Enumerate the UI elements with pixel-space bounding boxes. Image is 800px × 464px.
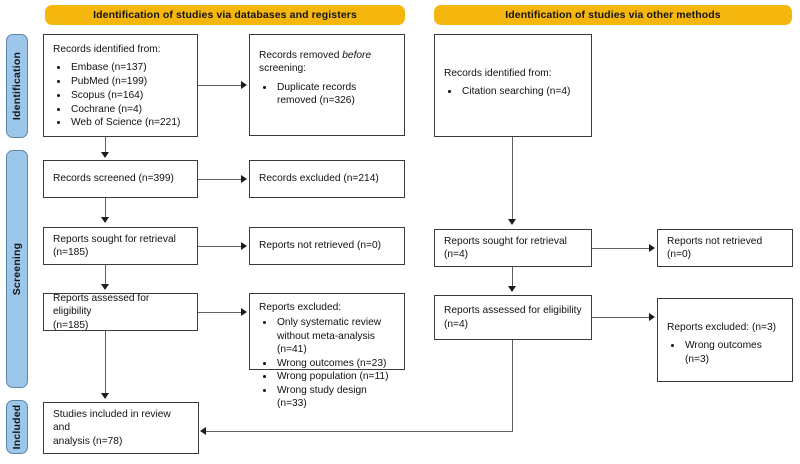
- connector-assessed-right-to-excluded: [592, 317, 650, 319]
- phase-label-included: Included: [11, 404, 23, 450]
- box-records-identified-databases: Records identified from: Embase (n=137) …: [43, 34, 198, 137]
- connector-sought-to-assessed: [105, 265, 107, 286]
- connector-identified-to-removed: [198, 85, 242, 87]
- arrowhead-sought-right-to-not-retrieved: [649, 244, 655, 252]
- box-reports-excluded-left: Reports excluded: Only systematic review…: [249, 293, 405, 409]
- box-reports-not-retrieved-right: Reports not retrieved (n=0): [657, 229, 793, 267]
- reports-excluded-heading: Reports excluded:: [259, 302, 342, 313]
- reports-sought-line1: Reports sought for retrieval: [53, 233, 176, 245]
- arrowhead-assessed-right-to-excluded: [649, 313, 655, 321]
- list-item: Wrong outcomes (n=3): [683, 339, 783, 366]
- list-item: PubMed (n=199): [69, 75, 188, 88]
- phase-pill-screening: Screening: [6, 150, 28, 388]
- records-removed-list: Duplicate records removed (n=326): [259, 81, 395, 108]
- connector-right-to-included: [206, 431, 513, 433]
- connector-identified-to-screened: [105, 137, 107, 154]
- reports-excluded-right-heading: Reports excluded: (n=3): [667, 322, 777, 333]
- box-records-removed-before-screening: Records removed before screening: Duplic…: [249, 34, 405, 136]
- list-item: Cochrane (n=4): [69, 103, 188, 116]
- reports-assessed-right-line1: Reports assessed for eligibility: [444, 305, 582, 317]
- box-reports-assessed-left: Reports assessed for eligibility (n=185): [43, 293, 198, 331]
- phase-label-screening: Screening: [11, 242, 23, 296]
- list-item: Scopus (n=164): [69, 89, 188, 102]
- connector-other-identified-to-sought: [512, 137, 514, 221]
- connector-assessed-to-excluded-left: [198, 312, 242, 314]
- connector-screened-to-sought: [105, 198, 107, 219]
- box-records-identified-other: Records identified from: Citation search…: [434, 34, 592, 137]
- reports-sought-right-line1: Reports sought for retrieval: [444, 235, 567, 247]
- records-removed-heading: Records removed before screening:: [259, 50, 372, 75]
- records-excluded-label: Records excluded (n=214): [259, 173, 379, 185]
- phase-pill-identification: Identification: [6, 34, 28, 138]
- arrowhead-screened-to-excluded: [241, 175, 247, 183]
- studies-included-line2: analysis (n=78): [53, 435, 123, 447]
- connector-sought-right-to-assessed: [512, 267, 514, 288]
- reports-sought-line2: (n=185): [53, 247, 89, 258]
- reports-sought-right-line2: (n=4): [444, 249, 469, 260]
- arrowhead-identified-to-screened: [101, 152, 109, 158]
- box-reports-assessed-right: Reports assessed for eligibility (n=4): [434, 295, 592, 340]
- box-records-excluded: Records excluded (n=214): [249, 160, 405, 198]
- connector-assessed-to-included: [105, 331, 107, 395]
- phase-label-identification: Identification: [11, 51, 23, 121]
- arrowhead-other-identified-to-sought: [508, 219, 516, 225]
- records-identified-list: Embase (n=137) PubMed (n=199) Scopus (n=…: [53, 61, 188, 130]
- list-item: Only systematic review without meta-anal…: [275, 316, 395, 356]
- box-reports-sought-right: Reports sought for retrieval (n=4): [434, 229, 592, 267]
- reports-assessed-line1: Reports assessed for eligibility: [53, 293, 150, 318]
- banner-label-databases: Identification of studies via databases …: [93, 9, 357, 21]
- arrowhead-screened-to-sought: [101, 217, 109, 223]
- records-identified-heading: Records identified from:: [53, 44, 161, 55]
- box-reports-sought-left: Reports sought for retrieval (n=185): [43, 227, 198, 265]
- box-studies-included: Studies included in review and analysis …: [43, 402, 199, 454]
- arrowhead-sought-right-to-assessed: [508, 286, 516, 292]
- list-item: Wrong population (n=11): [275, 370, 395, 383]
- connector-screened-to-excluded: [198, 179, 242, 181]
- list-item: Duplicate records removed (n=326): [275, 81, 395, 108]
- box-reports-excluded-right: Reports excluded: (n=3) Wrong outcomes (…: [657, 298, 793, 382]
- list-item: Wrong study design (n=33): [275, 384, 395, 411]
- records-removed-emphasis: before: [342, 50, 372, 61]
- reports-not-retrieved-label: Reports not retrieved (n=0): [259, 240, 382, 252]
- arrowhead-identified-to-removed: [241, 81, 247, 89]
- studies-included-line1: Studies included in review and: [53, 409, 171, 434]
- reports-excluded-right-list: Wrong outcomes (n=3): [667, 339, 783, 366]
- banner-other-methods: Identification of studies via other meth…: [434, 5, 792, 25]
- arrowhead-assessed-to-included: [101, 393, 109, 399]
- reports-excluded-list: Only systematic review without meta-anal…: [259, 316, 395, 411]
- records-identified-other-list: Citation searching (n=4): [444, 85, 582, 99]
- reports-not-retrieved-right-label: Reports not retrieved (n=0): [667, 235, 763, 260]
- records-screened-label: Records screened (n=399): [53, 173, 174, 185]
- records-identified-other-heading: Records identified from:: [444, 68, 552, 79]
- connector-sought-right-to-not-retrieved: [592, 248, 650, 250]
- reports-assessed-right-line2: (n=4): [444, 318, 469, 330]
- list-item: Embase (n=137): [69, 61, 188, 74]
- connector-assessed-right-down: [512, 340, 514, 432]
- reports-assessed-line2: (n=185): [53, 319, 89, 331]
- box-reports-not-retrieved-left: Reports not retrieved (n=0): [249, 227, 405, 265]
- connector-sought-to-not-retrieved: [198, 246, 242, 248]
- phase-pill-included: Included: [6, 400, 28, 454]
- arrowhead-right-to-included: [200, 427, 206, 435]
- box-records-screened: Records screened (n=399): [43, 160, 198, 198]
- banner-databases-registers: Identification of studies via databases …: [45, 5, 405, 25]
- banner-label-other-methods: Identification of studies via other meth…: [505, 9, 721, 21]
- list-item: Wrong outcomes (n=23): [275, 357, 395, 370]
- arrowhead-sought-to-assessed: [101, 284, 109, 290]
- arrowhead-sought-to-not-retrieved: [241, 242, 247, 250]
- list-item: Web of Science (n=221): [69, 116, 188, 129]
- list-item: Citation searching (n=4): [460, 85, 582, 98]
- arrowhead-assessed-to-excluded-left: [241, 308, 247, 316]
